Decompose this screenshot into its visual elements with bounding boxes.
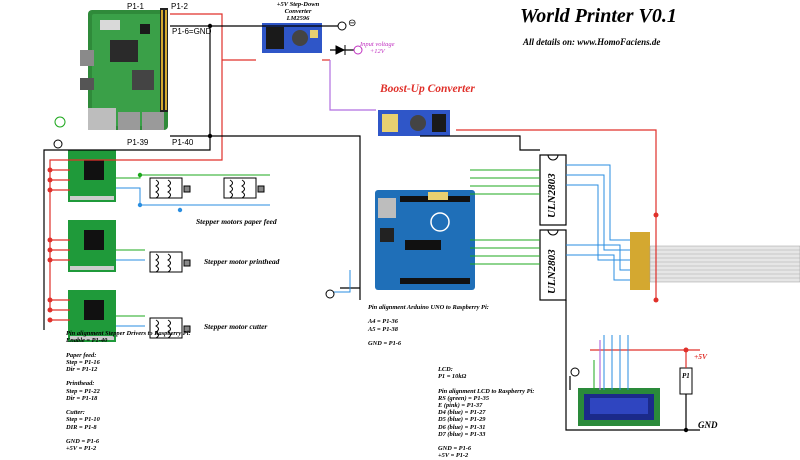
wires-blue — [116, 164, 630, 390]
raspberry-pi-board — [80, 8, 168, 130]
wires-red — [49, 13, 700, 368]
arduino-uno — [375, 190, 475, 290]
input-voltage-label: Input voltage +12V — [360, 41, 395, 55]
junction-dots-red — [47, 167, 689, 353]
stepper-driver-2 — [68, 220, 116, 272]
stepper-driver-1 — [68, 150, 116, 202]
boost-converter-label: Boost-Up Converter — [380, 83, 475, 95]
wires-purple — [329, 60, 601, 390]
pin-label-p1-39: P1-39 — [127, 138, 149, 147]
motor-label-paper: Stepper motors paper feed — [196, 217, 277, 226]
pot-p1-label: P1 — [682, 372, 690, 380]
diode-icon — [335, 45, 346, 55]
notes-arduino: Pin alignment Arduino UNO to Raspberry P… — [368, 304, 489, 347]
lcd-display — [578, 388, 660, 426]
notes-lcd: LCD:P1 = 10kΩ Pin alignment LCD to Raspb… — [438, 366, 535, 460]
stepper-driver-3 — [68, 290, 116, 342]
stepper-motor-paper-b — [223, 177, 265, 199]
open-terminals — [53, 21, 580, 377]
junction-dots-black — [207, 23, 689, 433]
stepper-motor-cutter — [149, 317, 191, 339]
step-down-converter — [262, 23, 322, 53]
junction-dots-green — [137, 172, 143, 178]
stepper-motor-paper-a — [149, 177, 191, 199]
wiring-diagram — [43, 8, 800, 433]
pin-label-p1-1: P1-1 — [127, 2, 144, 11]
motor-label-printhead: Stepper motor printhead — [204, 257, 280, 266]
pin-label-p1-40: P1-40 — [172, 138, 194, 147]
motor-label-cutter: Stepper motor cutter — [204, 322, 268, 331]
wires-green — [116, 169, 595, 390]
ribbon-cable — [630, 232, 800, 290]
ground-symbol: ⊖ — [348, 18, 357, 29]
pin-label-p1-6: P1-6=GND — [172, 27, 212, 36]
pin-label-p1-2: P1-2 — [171, 2, 188, 11]
step-down-label: +5V Step-Down Converter LM2596 — [276, 1, 320, 22]
uln-label-2: ULN2803 — [546, 249, 558, 294]
lcd-gnd-label: GND — [698, 420, 718, 430]
boost-converter — [378, 110, 450, 136]
stepper-motor-printhead — [149, 251, 191, 273]
notes-stepper-drivers: Pin alignment Stepper Drivers to Raspber… — [66, 330, 191, 453]
lcd-plus5v-label: +5V — [694, 352, 708, 361]
page-subtitle: All details on: www.HomoFaciens.de — [523, 37, 661, 47]
junction-dots-blue — [137, 202, 183, 213]
uln-label-1: ULN2803 — [546, 173, 558, 218]
uln2803-chip-1 — [539, 154, 567, 226]
uln2803-chip-2 — [539, 229, 567, 301]
page-title: World Printer V0.1 — [520, 5, 677, 27]
